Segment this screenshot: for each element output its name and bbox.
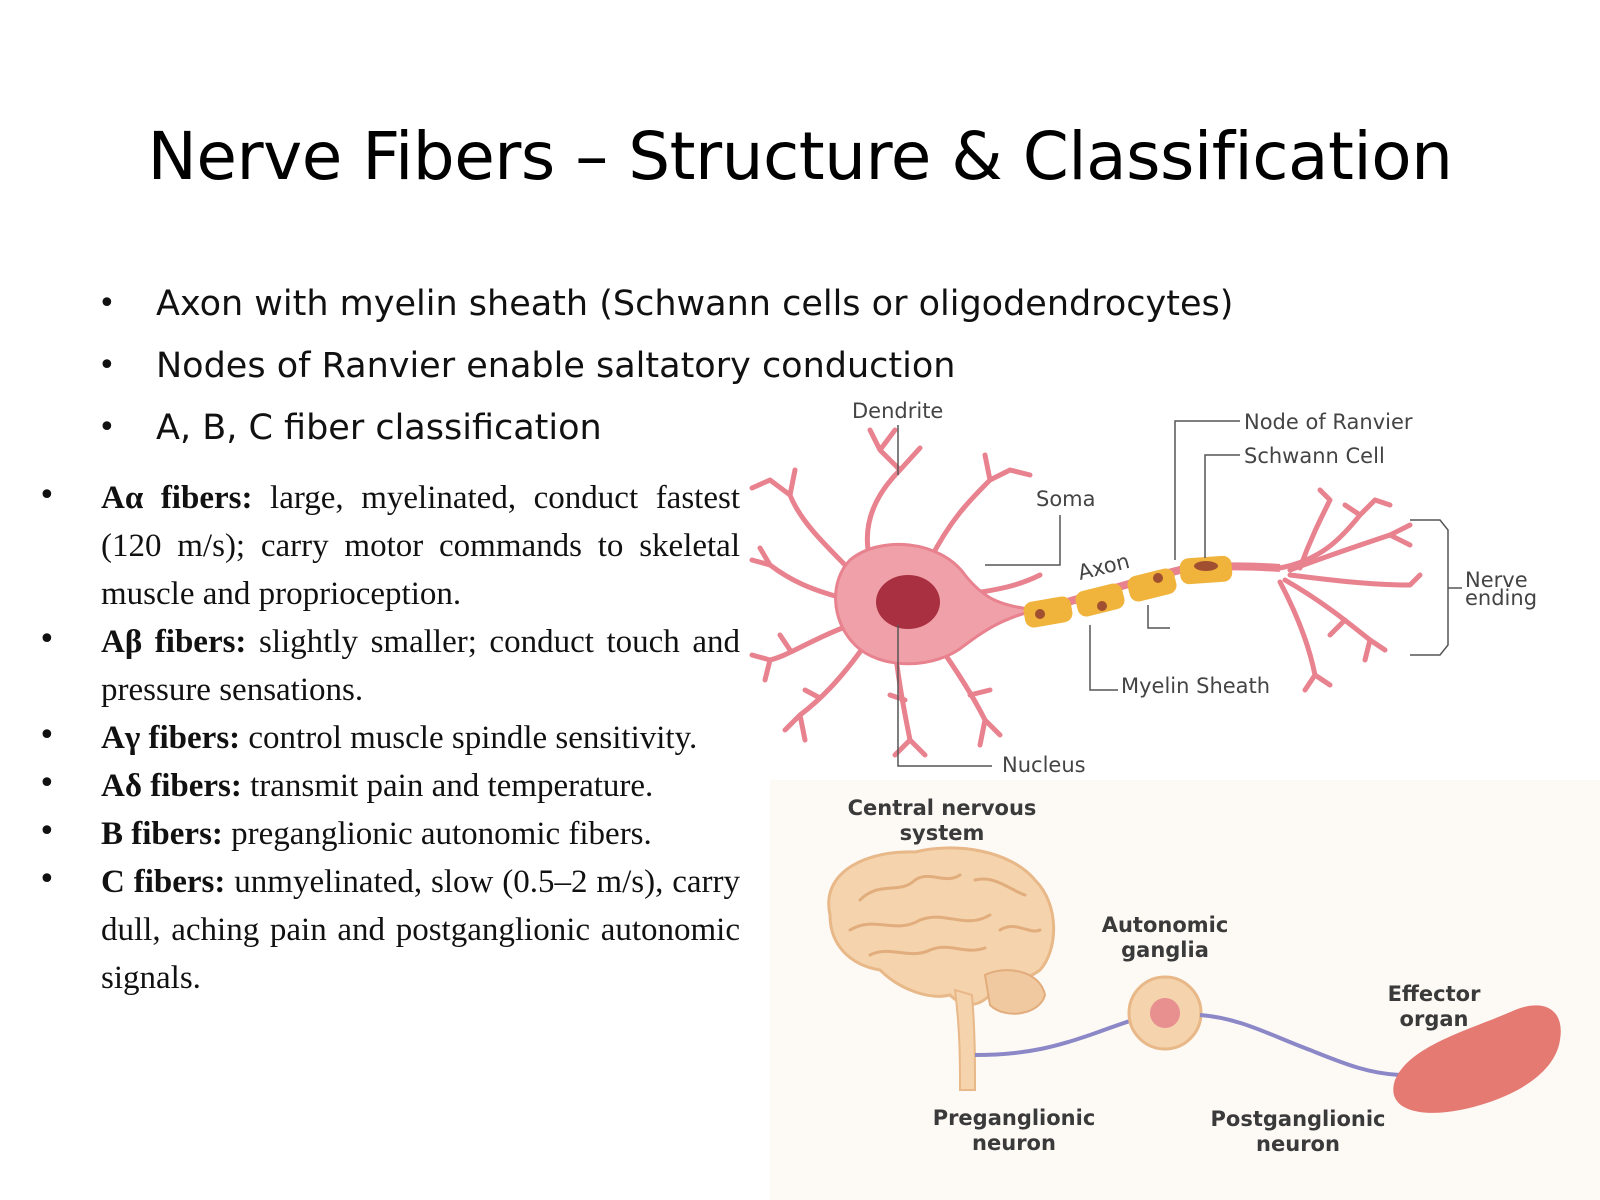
brain-folds — [848, 873, 1042, 957]
bullet-icon: • — [38, 814, 56, 849]
fiber-term: C fibers: — [101, 864, 226, 900]
dendrites — [749, 427, 1043, 758]
label-preganglionic-line1: Preganglionic — [933, 1106, 1096, 1130]
label-nerve-ending-line2: ending — [1465, 586, 1537, 610]
label-effector-line1: Effector — [1388, 982, 1482, 1006]
fiber-item-a-beta: • Aβ fibers: slightly smaller; conduct to… — [38, 618, 740, 714]
fiber-description: control muscle spindle sensitivity. — [240, 720, 698, 756]
label-postganglionic-line2: neuron — [1256, 1132, 1340, 1156]
fiber-description: unmyelinated, slow (0.5–2 m/s), carry du… — [101, 864, 741, 996]
neuron-leader-lines — [897, 420, 1462, 767]
bullet-icon: • — [98, 348, 116, 383]
fiber-description: large, myelinated, conduct fastest (120 … — [101, 480, 740, 612]
fiber-classification-list: • Aα fibers: large, myelinated, conduct f… — [38, 474, 740, 1002]
label-node-of-ranvier: Node of Ranvier — [1244, 410, 1413, 434]
label-nerve-ending-line1: Nerve — [1465, 568, 1528, 592]
fiber-description: transmit pain and temperature. — [241, 768, 654, 804]
fiber-term: Aδ fibers: — [101, 768, 242, 804]
label-ganglia-line2: ganglia — [1121, 938, 1209, 962]
label-axon: Axon — [1075, 549, 1132, 585]
label-ganglia-line1: Autonomic — [1102, 913, 1229, 937]
bullet-icon: • — [38, 862, 56, 897]
postganglionic-fiber — [1199, 1013, 1406, 1077]
fiber-item-a-alpha: • Aα fibers: large, myelinated, conduct f… — [38, 474, 740, 618]
myelin-segments — [1023, 555, 1233, 628]
nerve-ending-branches — [1277, 487, 1423, 693]
label-schwann-cell: Schwann Cell — [1244, 444, 1385, 468]
label-postganglionic-line1: Postganglionic — [1211, 1107, 1386, 1131]
bullet-icon: • — [98, 286, 116, 321]
fiber-description: preganglionic autonomic fibers. — [222, 816, 652, 852]
summary-bullet-list: •Axon with myelin sheath (Schwann cells … — [98, 282, 1233, 468]
spinal-cord-shape — [953, 988, 977, 1091]
ganglion-cell-body — [1150, 998, 1180, 1028]
label-preganglionic-line2: neuron — [972, 1131, 1056, 1155]
fiber-description: slightly smaller; conduct touch and pres… — [101, 624, 740, 708]
fiber-term: B fibers: — [101, 816, 223, 852]
label-effector-line2: organ — [1400, 1007, 1469, 1031]
neuron-diagram: Dendrite Node of Ranvier Schwann Cell So… — [749, 399, 1537, 777]
summary-bullet: •Nodes of Ranvier enable saltatory condu… — [98, 346, 956, 386]
nucleus-shape — [876, 575, 940, 629]
fiber-term: Aα fibers: — [101, 480, 253, 516]
fiber-item-b: • B fibers: preganglionic autonomic fiber… — [38, 810, 740, 858]
bullet-icon: • — [38, 622, 56, 657]
summary-bullet: •Axon with myelin sheath (Schwann cells … — [98, 284, 1234, 324]
label-dendrite: Dendrite — [852, 399, 943, 423]
slide-title: Nerve Fibers – Structure & Classificatio… — [147, 118, 1453, 195]
label-cns-line2: system — [900, 821, 985, 845]
fiber-item-c: • C fibers: unmyelinated, slow (0.5–2 m/s… — [38, 858, 740, 1002]
fiber-term: Aγ fibers: — [101, 720, 241, 756]
fiber-item-a-delta: • Aδ fibers: transmit pain and temperatur… — [38, 762, 740, 810]
autonomic-diagram: Central nervous system Autonomic ganglia… — [770, 780, 1600, 1200]
fiber-item-a-gamma: • Aγ fibers: control muscle spindle sensi… — [38, 714, 740, 762]
label-myelin-sheath: Myelin Sheath — [1121, 674, 1270, 698]
label-soma: Soma — [1036, 487, 1096, 511]
bullet-icon: • — [38, 478, 56, 513]
bullet-icon: • — [38, 766, 56, 801]
effector-organ-shape — [1393, 1005, 1561, 1113]
bullet-icon: • — [38, 718, 56, 753]
label-nucleus: Nucleus — [1002, 753, 1086, 777]
axon-shape — [1029, 562, 1281, 616]
bullet-icon: • — [98, 410, 116, 445]
fiber-term: Aβ fibers: — [101, 624, 247, 660]
summary-bullet: •A, B, C fiber classification — [98, 408, 602, 448]
label-cns-line1: Central nervous — [848, 796, 1037, 820]
cerebellum-shape — [983, 969, 1047, 1015]
